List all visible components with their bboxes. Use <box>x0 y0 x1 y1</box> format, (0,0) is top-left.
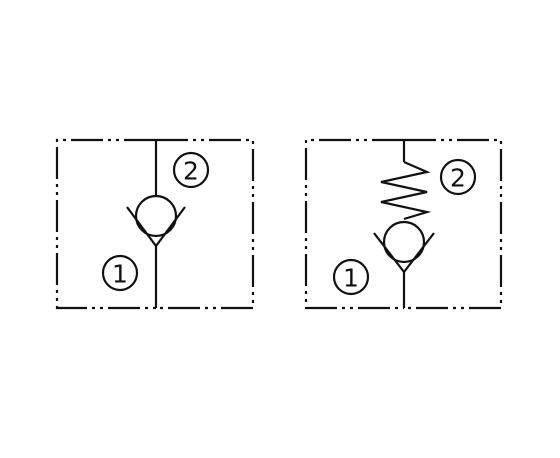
valve-ball <box>134 194 178 238</box>
port-label: 1 <box>112 260 128 289</box>
envelope-left <box>55 138 156 310</box>
spring-check-valve-symbol: 1 2 <box>304 138 503 310</box>
port-label: 1 <box>343 264 359 293</box>
spring-icon <box>380 160 432 221</box>
port-label: 2 <box>450 164 466 193</box>
port-label: 2 <box>183 157 199 186</box>
port-circle <box>172 151 210 189</box>
port-marker-2: 2 <box>172 151 210 189</box>
valve-ball <box>382 220 426 264</box>
port-marker-2: 2 <box>439 158 477 196</box>
port-marker-1: 1 <box>101 254 139 292</box>
port-circle <box>101 254 139 292</box>
port-marker-1: 1 <box>332 258 370 296</box>
check-valve-symbol: 1 2 <box>55 138 255 310</box>
port-circle <box>439 158 477 196</box>
port-circle <box>332 258 370 296</box>
valve-seat <box>373 232 435 274</box>
envelope-right <box>404 138 503 310</box>
envelope-left <box>304 138 404 310</box>
envelope-right <box>156 138 255 310</box>
